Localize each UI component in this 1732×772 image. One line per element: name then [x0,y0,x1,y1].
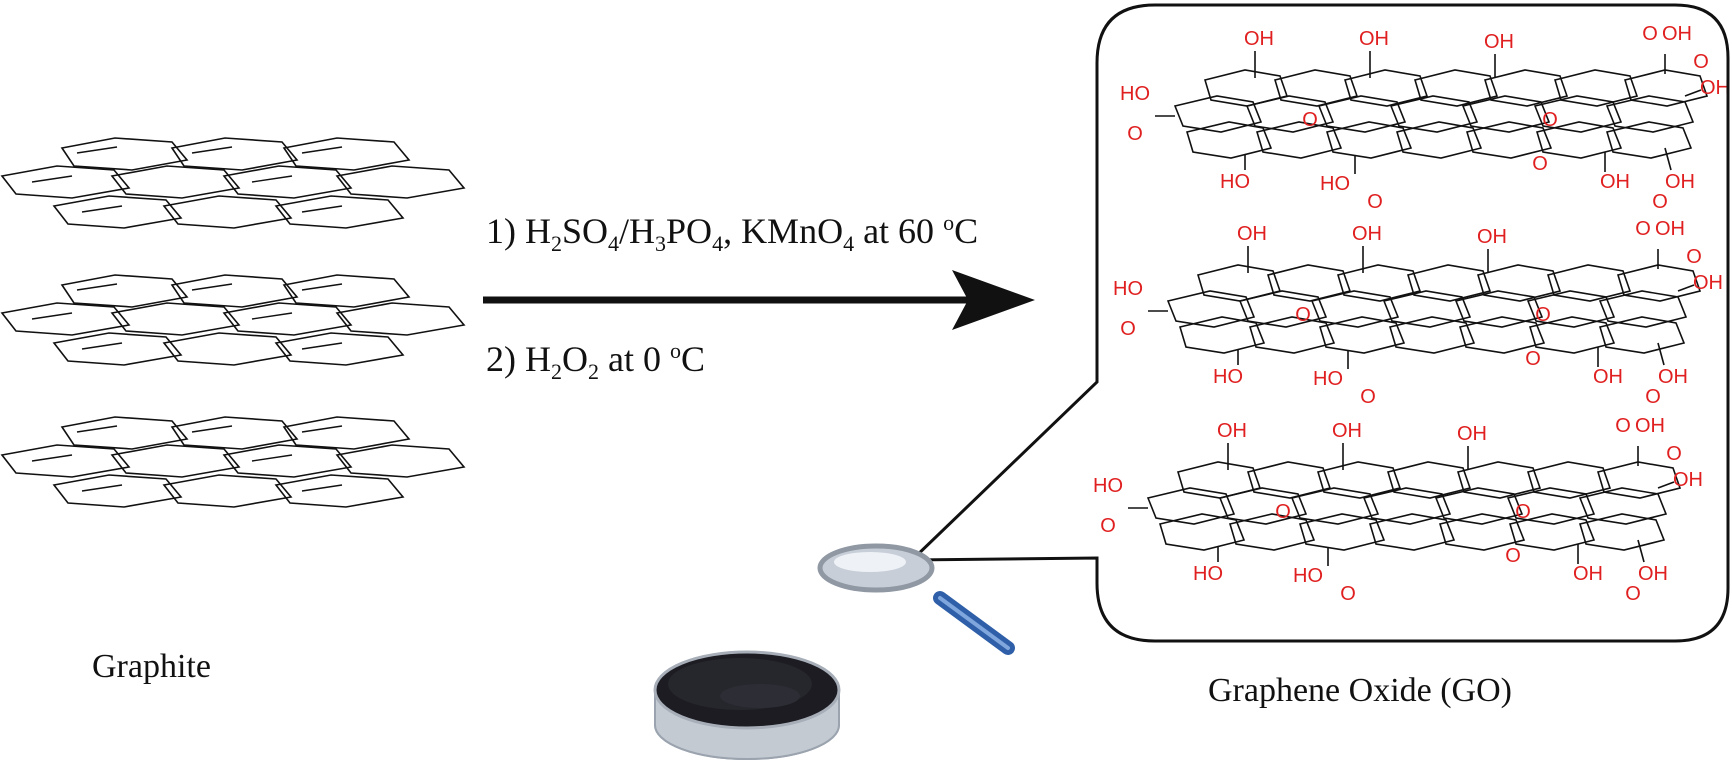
hydroxyl-label: OH [1638,563,1668,585]
epoxide-oxygen-label: O [1367,191,1383,213]
epoxide-oxygen-label: O [1535,304,1551,326]
graphite-layers [0,137,466,508]
hydroxyl-label: HO [1213,366,1243,388]
hydroxyl-label: OH [1655,218,1685,240]
epoxide-oxygen-label: O [1542,109,1558,131]
hydroxyl-label: HO [1293,565,1323,587]
hydroxyl-label: OH [1693,272,1723,294]
epoxide-oxygen-label: O [1120,318,1136,340]
hydroxyl-label: OH [1600,171,1630,193]
epoxide-oxygen-label: O [1100,515,1116,537]
condition-step-1: 1) H2SO4/H3PO4, KMnO4 at 60 oC [486,210,979,257]
epoxide-oxygen-label: O [1635,218,1651,240]
epoxide-oxygen-label: O [1515,501,1531,523]
hydroxyl-label: OH [1332,420,1362,442]
hydroxyl-label: OH [1700,77,1730,99]
epoxide-oxygen-label: O [1615,415,1631,437]
epoxide-oxygen-label: O [1340,583,1356,605]
epoxide-oxygen-label: O [1652,191,1668,213]
epoxide-oxygen-label: O [1295,304,1311,326]
hydroxyl-label: OH [1662,23,1692,45]
graphite-sheet [0,137,466,229]
epoxide-oxygen-label: O [1686,246,1702,268]
graphite-sheet [0,274,466,366]
hydroxyl-label: OH [1352,223,1382,245]
hydroxyl-label: OH [1244,28,1274,50]
hydroxyl-label: OH [1635,415,1665,437]
hydroxyl-label: OH [1573,563,1603,585]
hydroxyl-label: HO [1120,83,1150,105]
epoxide-oxygen-label: O [1275,501,1291,523]
petri-dish-image [653,650,841,760]
reaction-arrow [483,270,1035,330]
hydroxyl-label: OH [1457,423,1487,445]
hydroxyl-label: HO [1220,171,1250,193]
graphite-label: Graphite [92,648,211,685]
hydroxyl-label: HO [1313,368,1343,390]
zoom-callout [908,3,1730,643]
graphite-sheet [0,416,466,508]
hydroxyl-label: HO [1093,475,1123,497]
hydroxyl-label: OH [1484,31,1514,53]
hydroxyl-label: HO [1193,563,1223,585]
hydroxyl-label: OH [1477,226,1507,248]
epoxide-oxygen-label: O [1505,545,1521,567]
hydroxyl-label: HO [1113,278,1143,300]
hydroxyl-label: OH [1658,366,1688,388]
epoxide-oxygen-label: O [1645,386,1661,408]
hydroxyl-label: OH [1217,420,1247,442]
epoxide-oxygen-label: O [1302,109,1318,131]
epoxide-oxygen-label: O [1525,348,1541,370]
epoxide-oxygen-label: O [1625,583,1641,605]
epoxide-oxygen-label: O [1642,23,1658,45]
condition-step-2: 2) H2O2 at 0 oC [486,338,705,385]
epoxide-oxygen-label: O [1532,153,1548,175]
hydroxyl-label: HO [1320,173,1350,195]
hydroxyl-label: OH [1593,366,1623,388]
hydroxyl-label: OH [1673,469,1703,491]
hydroxyl-label: OH [1665,171,1695,193]
epoxide-oxygen-label: O [1693,51,1709,73]
graphene-oxide-label: Graphene Oxide (GO) [1208,672,1512,709]
epoxide-oxygen-label: O [1666,443,1682,465]
epoxide-oxygen-label: O [1127,123,1143,145]
epoxide-oxygen-label: O [1360,386,1376,408]
hydroxyl-label: OH [1359,28,1389,50]
hydroxyl-label: OH [1237,223,1267,245]
magnifying-glass-icon [817,543,1015,655]
